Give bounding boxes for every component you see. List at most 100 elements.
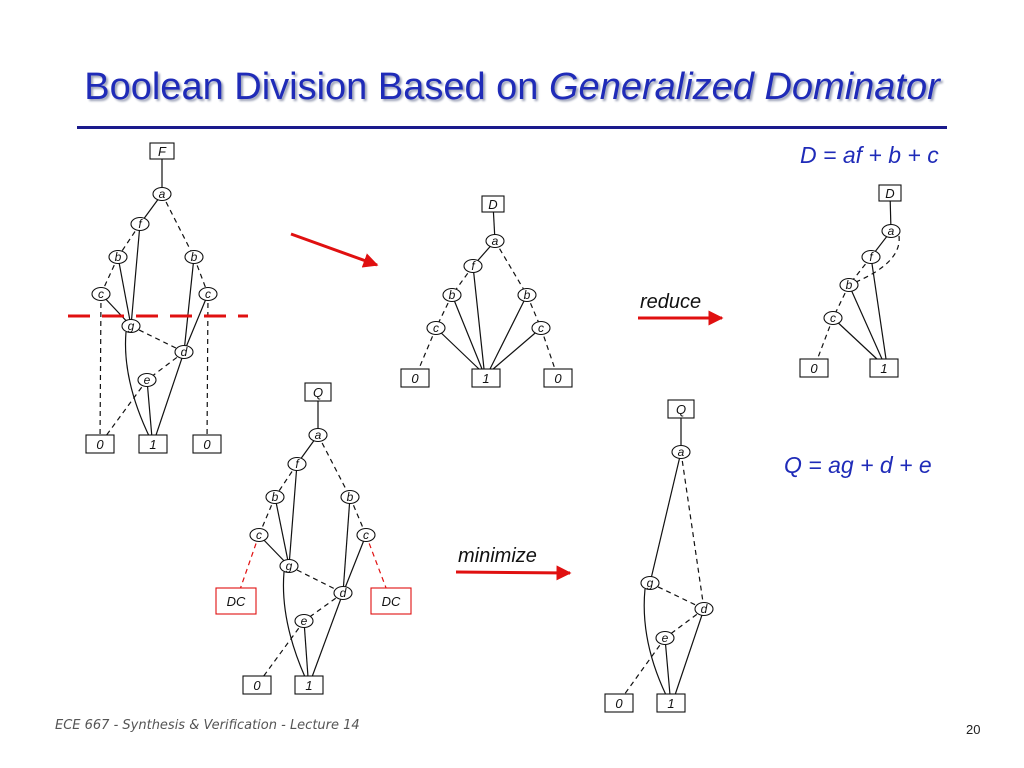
bdd-node-b: b (265, 489, 285, 505)
then-edge (152, 351, 185, 445)
bdd-node-c: c (531, 320, 551, 336)
then-edge (303, 620, 309, 678)
else-edge (206, 293, 209, 445)
then-edge (282, 571, 306, 678)
footer-text: ECE 667 - Synthesis & Verification - Lec… (55, 718, 360, 733)
terminal-box: 0 (242, 675, 272, 695)
else-edge (855, 235, 900, 283)
bdd-node-c: c (426, 320, 446, 336)
then-edge (664, 637, 671, 696)
svg-text:c: c (256, 528, 262, 542)
svg-text:a: a (315, 428, 322, 442)
svg-text:0: 0 (615, 696, 623, 711)
svg-text:c: c (98, 287, 104, 301)
bdd-root-box: F (149, 142, 175, 160)
svg-text:DC: DC (227, 594, 246, 609)
bdd-node-b: b (108, 249, 128, 265)
terminal-box: 1 (294, 675, 324, 695)
terminal-box: 0 (85, 434, 115, 454)
bdd-node-b: b (442, 287, 462, 303)
then-edge (848, 284, 883, 360)
bdd-node-c: c (356, 527, 376, 543)
svg-text:DC: DC (382, 594, 401, 609)
bdd-node-a: a (881, 223, 901, 239)
then-edge (311, 592, 344, 678)
svg-text:e: e (662, 631, 669, 645)
then-edge (870, 256, 887, 360)
svg-text:1: 1 (667, 696, 674, 711)
bdd-node-c: c (823, 310, 843, 326)
terminal-box: 0 (192, 434, 222, 454)
else-edge (262, 620, 305, 678)
reduce-label: reduce (640, 291, 701, 313)
bdd-node-a: a (671, 444, 691, 460)
else-edge (623, 637, 666, 696)
svg-text:0: 0 (411, 371, 419, 386)
else-edge (258, 496, 276, 536)
svg-text:a: a (492, 234, 499, 248)
svg-text:g: g (286, 559, 293, 573)
bdd-node-e: e (655, 630, 675, 646)
terminal-box: 0 (543, 368, 573, 388)
svg-text:b: b (846, 278, 853, 292)
bdd-node-a: a (308, 427, 328, 443)
bdd-root-box: Q (304, 382, 332, 402)
formula-d: D = af + b + c (800, 142, 939, 168)
svg-text:b: b (524, 288, 531, 302)
then-edge (146, 379, 153, 439)
else-edge (680, 451, 705, 610)
bdd-node-d: d (694, 601, 714, 617)
bdd-node-f: f (287, 456, 307, 472)
else-edge (193, 256, 209, 295)
else-edge (99, 293, 102, 445)
bdd-node-b: b (517, 287, 537, 303)
bdd-node-d: d (174, 344, 194, 360)
svg-text:c: c (433, 321, 439, 335)
svg-text:0: 0 (203, 437, 211, 452)
terminal-box: 1 (869, 358, 899, 378)
bdd-node-c: c (198, 286, 218, 302)
else-edge (130, 325, 185, 353)
bdd-root-box: Q (667, 399, 695, 419)
svg-text:D: D (885, 186, 894, 201)
then-edge (832, 317, 879, 361)
svg-text:Q: Q (313, 385, 323, 400)
svg-text:c: c (363, 528, 369, 542)
then-edge (472, 265, 485, 370)
bdd-node-b: b (340, 489, 360, 505)
svg-text:0: 0 (554, 371, 562, 386)
else-edge (288, 565, 344, 594)
svg-text:1: 1 (305, 678, 312, 693)
svg-text:0: 0 (253, 678, 261, 693)
title-emphasis: Generalized Dominator (549, 66, 940, 108)
then-edge (489, 294, 528, 370)
then-edge (274, 496, 290, 567)
then-edge (435, 327, 481, 371)
terminal-box: 0 (799, 358, 829, 378)
else-edge (274, 463, 298, 498)
svg-text:1: 1 (149, 437, 156, 452)
svg-text:0: 0 (810, 361, 818, 376)
svg-text:c: c (205, 287, 211, 301)
svg-text:a: a (888, 224, 895, 238)
svg-text:d: d (340, 586, 347, 600)
then-edge (342, 534, 367, 594)
bdd-node-d: d (333, 585, 353, 601)
bdd-node-g: g (121, 318, 141, 334)
minimize-label: minimize (458, 545, 537, 567)
else-edge (100, 256, 119, 295)
svg-text:b: b (191, 250, 198, 264)
svg-text:F: F (158, 144, 167, 159)
minimize-arrow (455, 565, 572, 581)
transform-arrow (290, 232, 379, 268)
title-underline (77, 126, 947, 129)
svg-text:1: 1 (482, 371, 489, 386)
svg-text:d: d (701, 602, 708, 616)
bdd-node-f: f (463, 258, 483, 274)
then-edge (342, 496, 351, 594)
then-edge (183, 293, 209, 353)
